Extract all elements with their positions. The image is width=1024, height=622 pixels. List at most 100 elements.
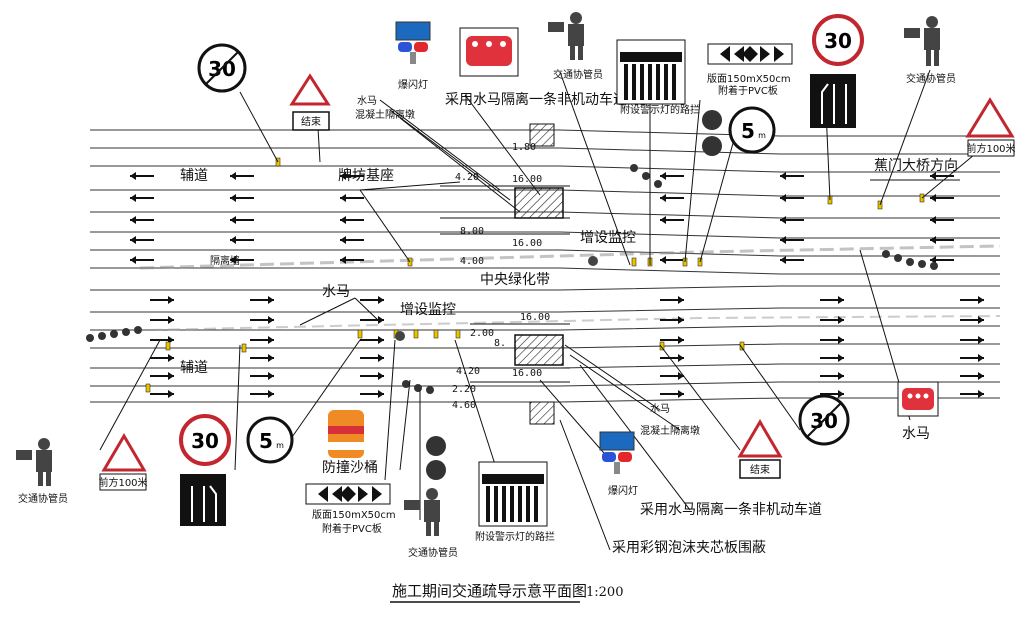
flash-light-icon-bottom	[599, 431, 635, 474]
cone-dot	[930, 262, 938, 270]
direction-arrow-head	[268, 336, 274, 344]
shuima-label-a: 水马	[357, 95, 377, 107]
lane-line	[90, 363, 1000, 369]
traffic-aid-label-2: 交通协管员	[906, 72, 956, 85]
lane-line	[90, 307, 1000, 313]
monitor-label-bottom: 增设监控	[400, 302, 456, 318]
marker-post	[659, 341, 665, 351]
height-limit-sign-top: 5 m	[728, 106, 776, 154]
dimensions: 1.80 4.20 16.00 8.00 16.00 4.00 2.00 16.…	[452, 142, 550, 411]
dim-label: 8.	[494, 338, 506, 349]
direction-arrow-head	[930, 236, 936, 244]
dim-label: 1.80	[512, 142, 536, 153]
direction-arrow-head	[930, 216, 936, 224]
speed-limit-number: 30	[191, 429, 219, 453]
cone-dot	[630, 164, 638, 172]
marker-post	[357, 329, 363, 339]
traffic-aid-icon-3	[404, 488, 440, 536]
direction-arrow-head	[130, 172, 136, 180]
direction-arrow-head	[838, 372, 844, 380]
barrier-light-label-top: 附设警示灯的路拦	[620, 103, 700, 116]
dim-label: 2.20	[452, 384, 476, 395]
direction-arrow-head	[340, 216, 346, 224]
marker-post	[413, 329, 419, 339]
direction-arrow-head	[678, 390, 684, 398]
dim-label: 8.00	[460, 226, 484, 237]
lane-line	[90, 285, 1000, 291]
archway-base-label: 牌坊基座	[338, 167, 394, 184]
height-limit-unit: m	[758, 131, 766, 140]
traffic-aid-label-1: 交通协管员	[553, 68, 603, 81]
diagram-scale: 1:200	[586, 585, 623, 600]
lane-line	[90, 325, 1000, 331]
direction-label: 蕉门大桥方向	[874, 158, 958, 174]
diagram-title: 施工期间交通疏导示意平面图	[392, 582, 587, 600]
direction-arrow-head	[268, 390, 274, 398]
lower-dash-line	[149, 315, 1001, 331]
dim-label: 4.00	[460, 256, 484, 267]
direction-arrow-head	[168, 316, 174, 324]
lane-merge-sign-bottom	[180, 474, 226, 526]
direction-arrow-head	[978, 296, 984, 304]
marker-post	[145, 383, 151, 393]
cone-dot	[414, 384, 422, 392]
direction-arrow-head	[930, 172, 936, 180]
direction-arrow-head	[340, 194, 346, 202]
traffic-arrows	[130, 172, 984, 398]
direction-arrow-head	[230, 256, 236, 264]
direction-arrow-head	[838, 390, 844, 398]
isolation-wall-line	[139, 244, 1001, 270]
work-ahead-sign-bottom: 前方100米	[98, 433, 148, 491]
marker-post	[739, 341, 745, 351]
road-lines	[90, 129, 1000, 403]
dim-label: 2.00	[470, 328, 494, 339]
direction-arrow-head	[780, 236, 786, 244]
direction-arrow-head	[130, 216, 136, 224]
direction-arrow-head	[678, 372, 684, 380]
direction-arrow-head	[660, 256, 666, 264]
height-limit-number: 5	[741, 119, 755, 143]
direction-arrow-head	[378, 354, 384, 362]
cone-dot	[906, 258, 914, 266]
direction-arrow-head	[678, 354, 684, 362]
board-size-label-top: 版面150mX50cm	[707, 72, 791, 85]
shuima-label-c: 水马	[322, 284, 350, 300]
cone-dot	[98, 332, 106, 340]
direction-arrow-head	[678, 296, 684, 304]
direction-arrow-head	[378, 336, 384, 344]
lane-line	[90, 231, 1000, 239]
barrier-light-label-bottom: 附设警示灯的路拦	[475, 530, 555, 543]
monitor-camera-icon	[395, 331, 405, 341]
direction-arrow-head	[978, 354, 984, 362]
water-horse-icon-top	[459, 27, 519, 77]
dim-label: 4.60	[452, 400, 476, 411]
chevron-board-bottom	[305, 483, 391, 505]
isolation-wall-label: 隔离墙	[210, 254, 240, 267]
height-limit-unit: m	[276, 441, 284, 450]
cone-dot	[86, 334, 94, 342]
direction-arrow-head	[340, 236, 346, 244]
marker-post	[165, 341, 171, 351]
direction-arrow-head	[130, 236, 136, 244]
shuima-label-b: 水马	[650, 403, 670, 415]
marker-post	[241, 343, 247, 353]
direction-arrow-head	[978, 390, 984, 398]
lane-line	[90, 211, 1000, 219]
direction-arrow-head	[978, 316, 984, 324]
cone-dot	[894, 254, 902, 262]
direction-arrow-head	[268, 372, 274, 380]
direction-arrow-head	[660, 172, 666, 180]
direction-arrow-head	[230, 172, 236, 180]
direction-arrow-head	[838, 336, 844, 344]
cone-dot	[654, 180, 662, 188]
marker-post	[631, 257, 637, 267]
direction-arrow-head	[780, 194, 786, 202]
direction-arrow-head	[838, 354, 844, 362]
work-ahead-sign-top: 前方100米	[965, 97, 1016, 157]
direction-arrow-head	[978, 372, 984, 380]
height-mini-sign-top-a	[702, 110, 722, 130]
cone-dot	[402, 380, 410, 388]
height-mini-sign-top-b	[702, 136, 722, 156]
direction-arrow-head	[168, 354, 174, 362]
board-attach-label-bottom: 附着于PVC板	[322, 522, 382, 535]
